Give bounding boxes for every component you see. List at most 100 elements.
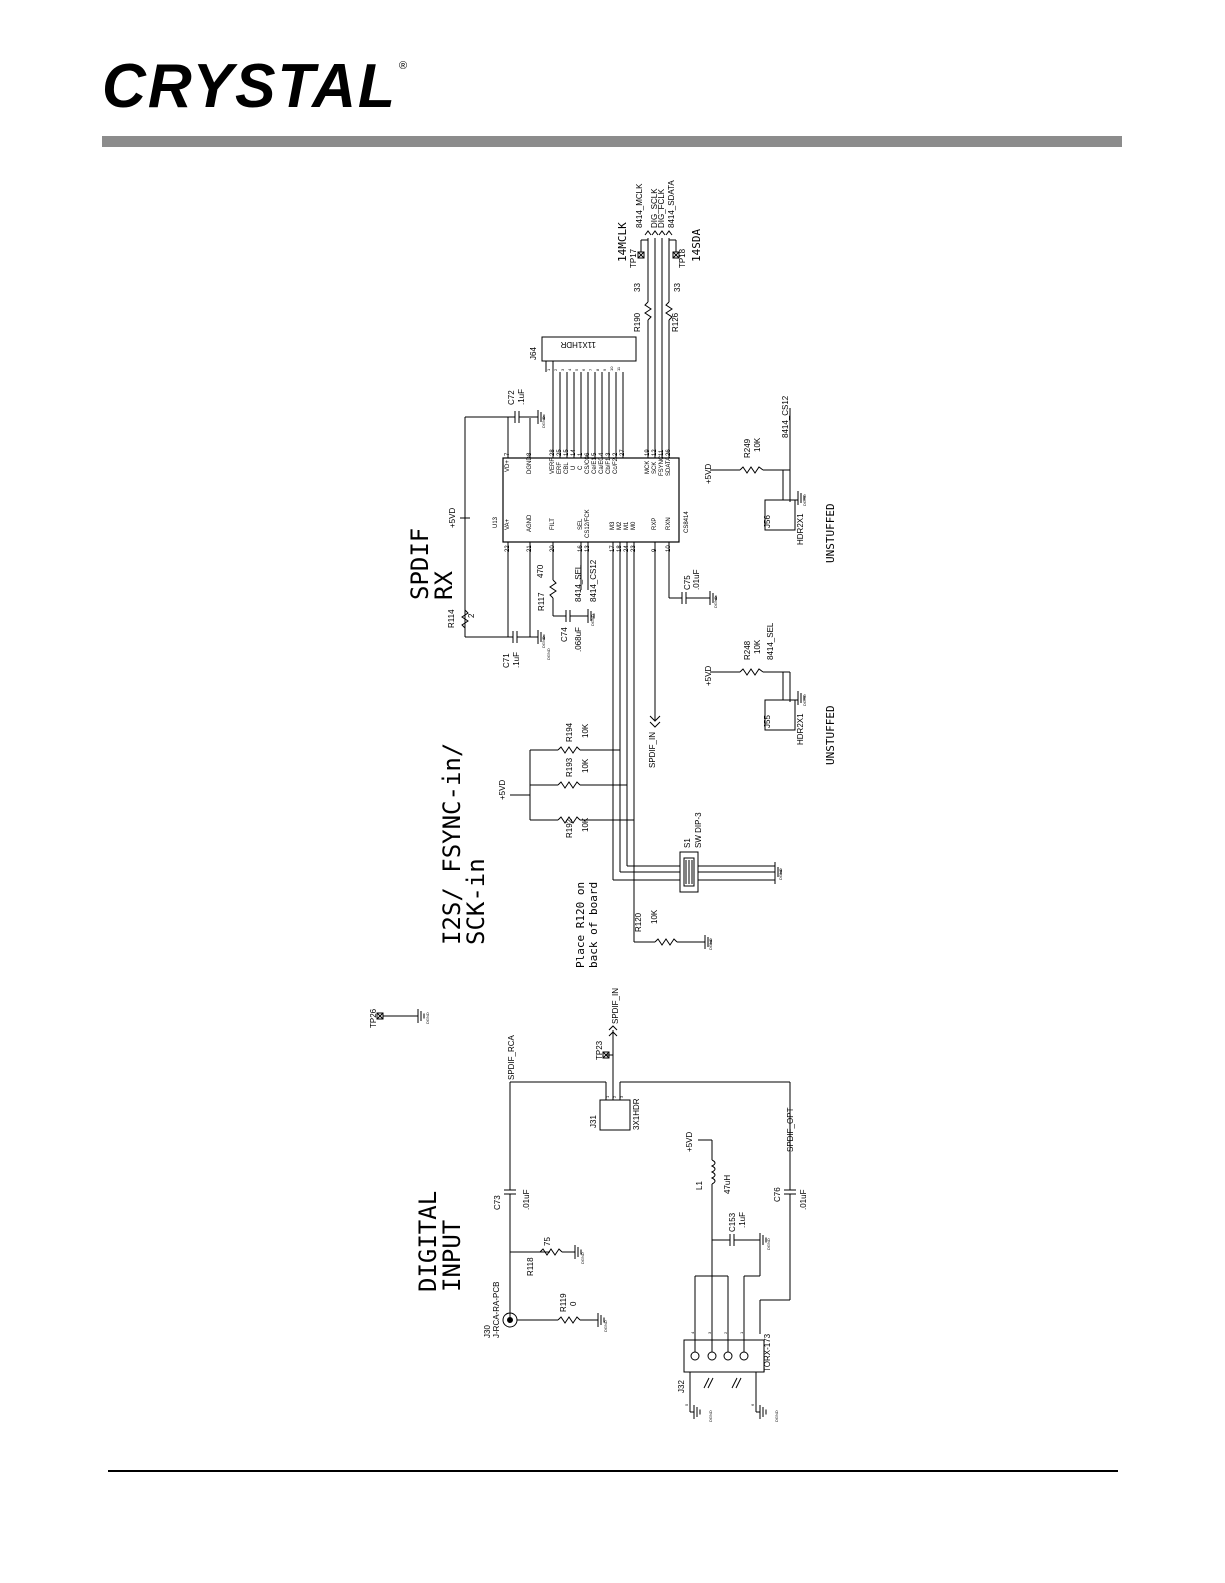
registered-mark: ® <box>399 60 407 72</box>
r193-value: 10K <box>581 758 590 773</box>
net-label: 8414_SEL <box>574 564 583 602</box>
pin-name: M1 <box>624 521 630 530</box>
r118-ref: R118 <box>526 1257 535 1276</box>
gnd-label: DGND <box>802 494 807 506</box>
u13-value: CS8414 <box>684 511 690 533</box>
net-label: 8414_CS12 <box>589 559 598 602</box>
pin-number: 6 <box>750 1403 755 1406</box>
pin-number: 8 <box>595 368 600 371</box>
pin-number: 2 <box>723 1331 728 1334</box>
j55-select <box>710 668 805 731</box>
r192-ref: R192 <box>565 818 574 838</box>
r126-value: 33 <box>673 283 682 292</box>
gnd-label: DGND <box>802 694 807 706</box>
optical-input-path <box>683 1082 796 1420</box>
c153-value: .1uF <box>738 1212 747 1228</box>
pin-name: DGND <box>527 456 533 474</box>
pin-number: 3 <box>707 1331 712 1334</box>
j31-select <box>510 1025 790 1131</box>
power-label: +5VD <box>498 780 507 800</box>
s1-ref: S1 <box>683 838 692 848</box>
pin-number: 4 <box>567 368 572 371</box>
power-label: +5VD <box>704 666 713 686</box>
pin-number: 1 <box>546 368 551 371</box>
l1-ref: L1 <box>695 1181 704 1190</box>
title-digital-input-2: INPUT <box>438 1220 466 1292</box>
net-spdif-opt: SPDIF_OPT <box>786 1107 795 1152</box>
tp17-ref: TP17 <box>629 248 638 268</box>
j30-value: J-RCA-RA-PCB <box>492 1282 501 1338</box>
r248-ref: R248 <box>743 640 752 660</box>
pin-name: FSYNC <box>659 455 665 476</box>
r118-value: 75 <box>543 1237 552 1246</box>
l1-value: 47uH <box>723 1175 732 1194</box>
j55-ref: J55 <box>763 715 772 728</box>
pin-name: ERF <box>557 462 563 474</box>
title-spdif-rx-2: RX <box>430 571 458 600</box>
unstuffed-note: UNSTUFFED <box>824 705 837 765</box>
pin-name: RXP <box>652 518 658 530</box>
c71-ref: C71 <box>502 653 511 668</box>
c74-ref: C74 <box>560 627 569 642</box>
pin-number: 11 <box>616 366 621 371</box>
gnd-label: DGND <box>603 1320 608 1332</box>
r190-ref: R190 <box>633 312 642 332</box>
u13-ref: U13 <box>493 516 499 528</box>
pin-number: 2 <box>553 368 558 371</box>
net-spdif-in: SPDIF_IN <box>611 988 620 1024</box>
pin-name: M2 <box>617 521 623 530</box>
gnd-label: DGND <box>766 1238 771 1250</box>
r114-value: 2 <box>467 613 476 618</box>
crystal-logo: CRYSTAL ® <box>102 55 407 115</box>
r126-ref: R126 <box>671 312 680 332</box>
j56-value: HDR2X1 <box>796 513 805 545</box>
title-spdif-rx-1: SPDIF <box>406 528 434 600</box>
gnd-label: DGND <box>541 636 546 648</box>
logo-wordmark: CRYSTAL <box>102 55 397 115</box>
j64-header <box>541 336 637 372</box>
j31-ref: J31 <box>589 1115 598 1128</box>
pin-name: SCK <box>652 462 658 474</box>
pin-number: 3 <box>619 1095 624 1098</box>
c72-value: .1uF <box>517 389 526 405</box>
r119-value: 0 <box>569 1301 578 1306</box>
pin-name: MCK <box>645 461 651 474</box>
pin-number: 3 <box>560 368 565 371</box>
j56-select <box>710 408 805 531</box>
tp26 <box>376 1008 425 1024</box>
s1-value: SW DIP-3 <box>694 812 703 848</box>
unstuffed-note: UNSTUFFED <box>824 503 837 563</box>
pin-name: RXN <box>666 517 672 530</box>
note-place-r120-1: Place R120 on <box>574 882 587 968</box>
pin-name: U <box>571 466 577 470</box>
r194-ref: R194 <box>565 722 574 742</box>
gnd-label: DGND <box>713 596 718 608</box>
mode-switch-network <box>510 715 782 950</box>
r114-ref: R114 <box>447 609 456 628</box>
j55-value: HDR2X1 <box>796 713 805 745</box>
j64-ref: J64 <box>529 347 538 360</box>
power-label: +5VD <box>704 464 713 484</box>
pin-name: SEL <box>578 518 584 530</box>
pin-number: 5 <box>684 1403 689 1406</box>
pin-number: 7 <box>588 368 593 371</box>
c76-value: .01uF <box>799 1189 808 1210</box>
pin-name: M0 <box>631 521 637 530</box>
title-i2s-2: SCK-in <box>462 858 490 945</box>
j32-ref: J32 <box>677 1380 686 1393</box>
r119-ref: R119 <box>559 1293 568 1312</box>
tp23-ref: TP23 <box>595 1040 604 1060</box>
net-8414-sdata: 8414_SDATA <box>667 180 676 228</box>
pin-name: VA+ <box>505 518 511 530</box>
pin-number: 6 <box>581 368 586 371</box>
tp26-ref: TP26 <box>369 1008 378 1028</box>
net-spdif-in: SPDIF_IN <box>648 732 657 768</box>
c75 <box>669 590 717 606</box>
pin-number: 10 <box>609 366 614 371</box>
net-dig-fclk: DIG_FCLK <box>657 188 666 228</box>
pin-name: Cb/F1 <box>606 457 612 474</box>
net-dig-sclk: DIG_SCLK <box>650 188 659 228</box>
pin-name: FILT <box>550 518 556 530</box>
pin-number: 5 <box>574 368 579 371</box>
